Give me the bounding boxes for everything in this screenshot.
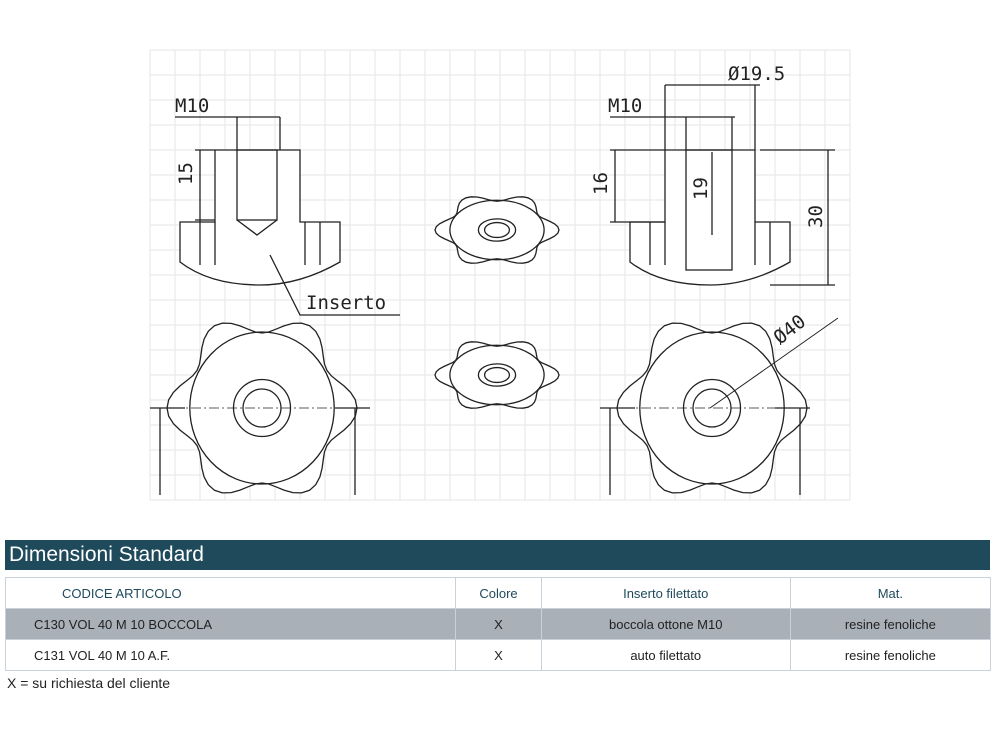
right-thread-label: M10 [608, 95, 642, 117]
table-header-row: CODICE ARTICOLO Colore Inserto filettato… [4, 577, 992, 609]
table-row: C131 VOL 40 M 10 A.F. X auto filettato r… [4, 639, 992, 671]
cell-insert: auto filettato [540, 639, 791, 671]
header-material: Mat. [789, 577, 992, 609]
right-hole-label: 19 [690, 177, 712, 200]
left-thread-label: M10 [175, 95, 209, 117]
technical-drawing: M10 15 Inserto M10 Ø19.5 16 19 30 Ø40 [149, 49, 851, 501]
header-color: Colore [455, 577, 542, 609]
cell-color: X [455, 608, 542, 640]
iso-view-top-ring [483, 221, 511, 239]
header-insert: Inserto filettato [540, 577, 791, 609]
left-top-view [166, 322, 358, 494]
right-bore-label: Ø19.5 [728, 63, 785, 85]
cell-insert: boccola ottone M10 [540, 608, 791, 640]
diameter-label: Ø40 [770, 310, 811, 348]
right-top-view [616, 322, 808, 494]
dimensions-table: CODICE ARTICOLO Colore Inserto filettato… [4, 577, 992, 671]
left-depth-label: 15 [175, 162, 197, 185]
iso-view-top-ring [477, 218, 517, 242]
insert-label: Inserto [306, 292, 386, 314]
table-row: C130 VOL 40 M 10 BOCCOLA X boccola otton… [4, 608, 992, 640]
section-title: Dimensioni Standard [5, 540, 990, 570]
cell-material: resine fenoliche [789, 639, 992, 671]
height-label: 30 [805, 205, 827, 228]
iso-view-bottom-ring [483, 366, 511, 384]
cell-code: C130 VOL 40 M 10 BOCCOLA [4, 608, 457, 640]
right-depth-label: 16 [590, 172, 612, 195]
right-section-view [610, 84, 835, 286]
cell-material: resine fenoliche [789, 608, 992, 640]
iso-view-top-ring [449, 199, 545, 261]
left-section-view [175, 116, 400, 316]
cell-color: X [455, 639, 542, 671]
iso-view-bottom [434, 341, 560, 409]
cell-code: C131 VOL 40 M 10 A.F. [4, 639, 457, 671]
header-code: CODICE ARTICOLO [4, 577, 457, 609]
left-top-view-ring [189, 331, 335, 485]
iso-view-top [434, 196, 560, 264]
footnote: X = su richiesta del cliente [7, 675, 171, 691]
iso-view-bottom-ring [477, 363, 517, 387]
iso-view-bottom-ring [449, 344, 545, 406]
